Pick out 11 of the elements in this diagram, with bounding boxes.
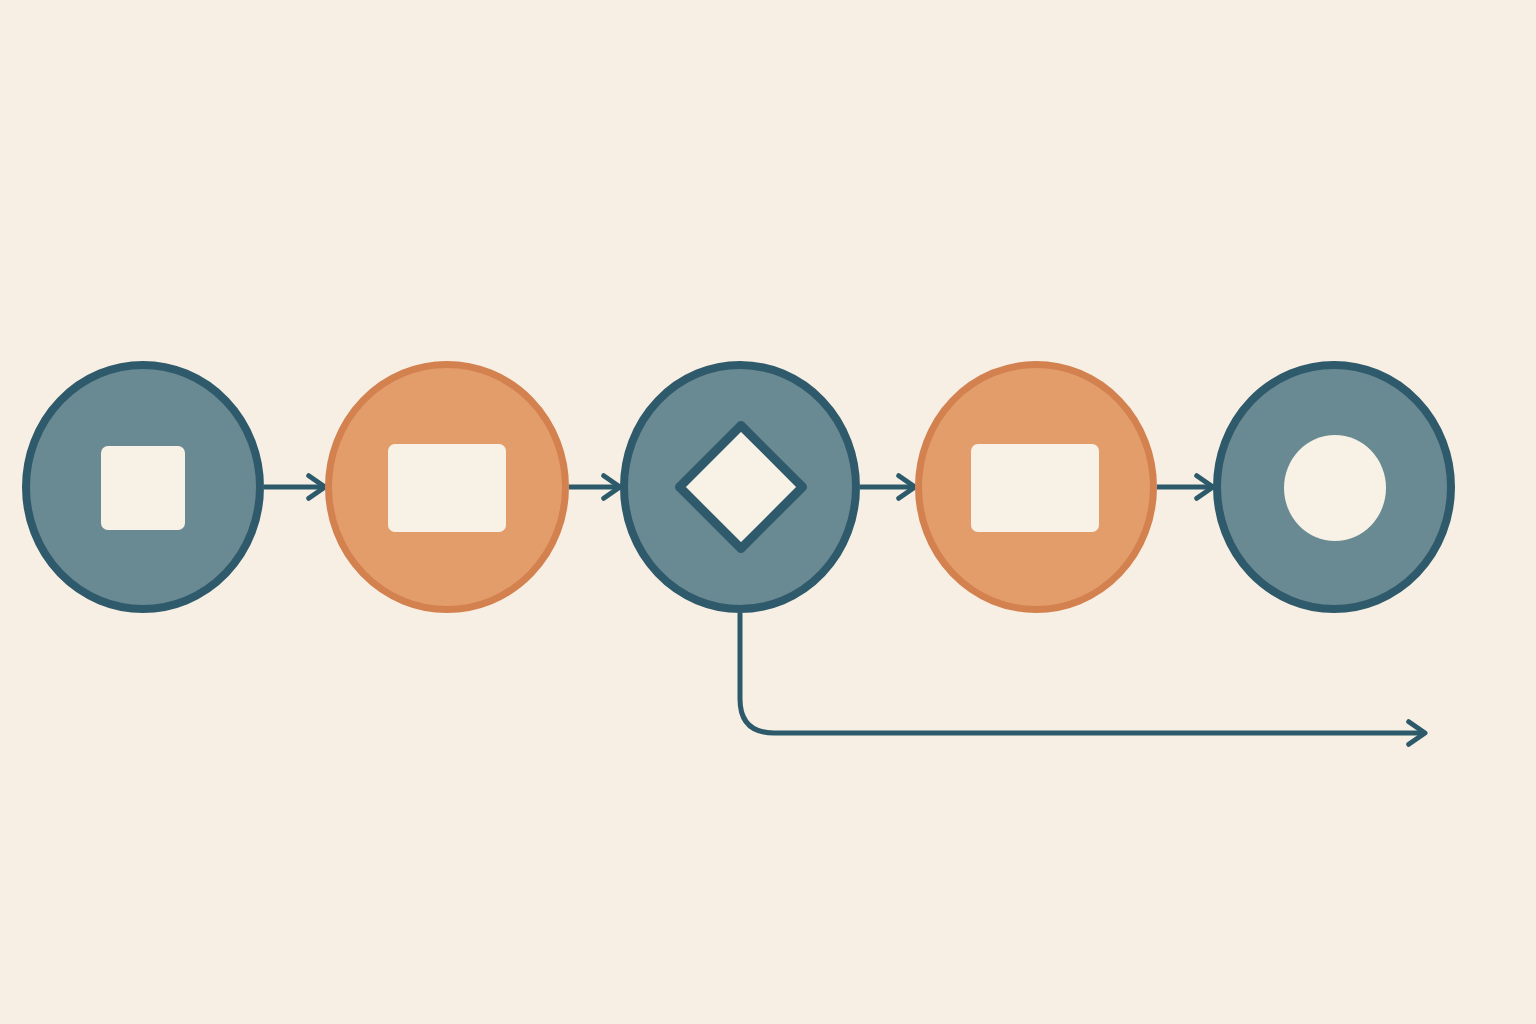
step-circle	[1213, 361, 1455, 613]
diamond-symbol	[675, 421, 807, 553]
circle-symbol	[1284, 435, 1386, 541]
step-circle	[22, 361, 264, 613]
rectangle-symbol	[388, 444, 506, 532]
step-circle	[620, 361, 860, 613]
step-circle	[915, 361, 1157, 613]
arrow	[737, 613, 1428, 747]
step-circle	[325, 361, 569, 613]
rectangle-symbol	[971, 444, 1099, 532]
square-symbol	[101, 446, 185, 530]
